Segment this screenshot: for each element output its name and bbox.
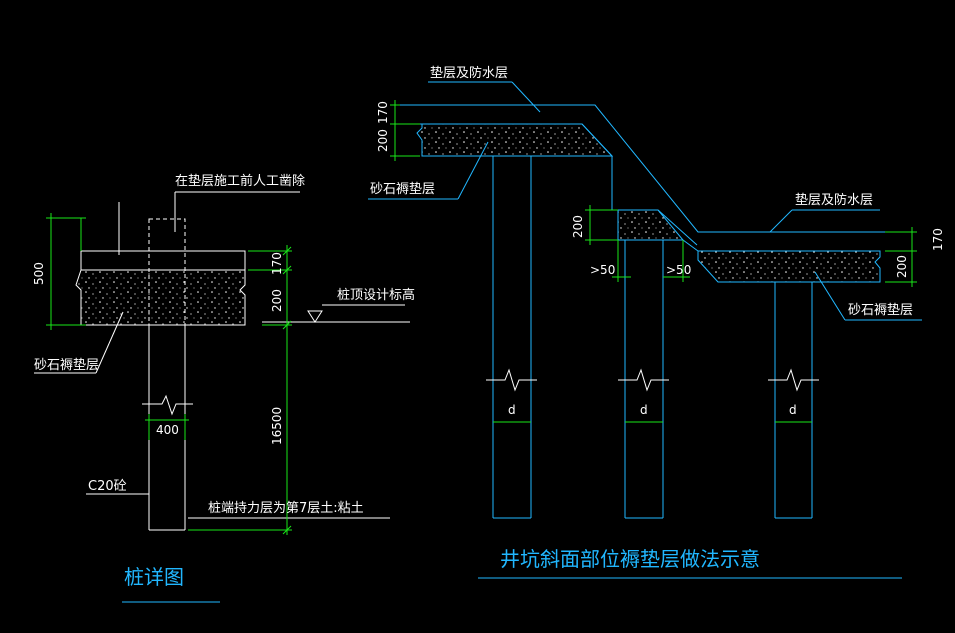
dim-500: 500 <box>32 262 46 285</box>
dim-200-left: 200 <box>376 129 390 152</box>
label-bearing: 桩端持力层为第7层土:粘土 <box>208 501 364 516</box>
note-remove-top: 在垫层施工前人工凿除 <box>175 173 305 189</box>
label-concrete: C20砼 <box>88 479 127 494</box>
dim-170-right: 170 <box>931 228 945 251</box>
dim-200-mid: 200 <box>571 215 585 238</box>
leader-cushion-2-d <box>769 209 793 233</box>
pit-pile-1 <box>486 156 537 519</box>
tick2 <box>282 265 292 275</box>
cushion-waterproof-outline <box>398 104 912 233</box>
dim-gt50-1: >50 <box>590 263 615 277</box>
pit-detail: 垫层及防水层 砂石褥垫层 垫层及防水层 砂石褥垫层 170 200 200 17… <box>368 65 945 579</box>
label-pile-top-elev: 桩顶设计标高 <box>337 287 415 303</box>
pit-pile-3 <box>768 282 819 519</box>
label-gravel-pit-2: 砂石褥垫层 <box>848 302 913 318</box>
dim-400: 400 <box>156 423 179 437</box>
leader-gravel-1-d <box>457 141 489 200</box>
gravel-upper-left <box>416 123 614 157</box>
leader-gravel-2-d <box>814 271 846 321</box>
pile-d-3: d <box>789 403 797 417</box>
label-gravel-pit-1: 砂石褥垫层 <box>370 181 435 197</box>
pile-detail-title: 桩详图 <box>124 565 184 589</box>
pit-pile-2 <box>618 240 669 519</box>
pile-head-dashed <box>148 218 186 326</box>
slope-line-2 <box>657 209 698 246</box>
slope-line-3 <box>682 239 699 252</box>
dim-200-right: 200 <box>895 255 909 278</box>
gravel-cushion-layer <box>75 269 246 326</box>
gravel-lower-right <box>697 250 881 283</box>
pile-d-1: d <box>508 403 516 417</box>
label-cushion-waterproof-2: 垫层及防水层 <box>795 192 873 208</box>
elevation-triangle <box>307 310 323 323</box>
dim-16500: 16500 <box>270 407 284 445</box>
pile-break-line <box>142 394 193 416</box>
pit-detail-title: 井坑斜面部位褥垫层做法示意 <box>500 547 760 571</box>
gravel-middle-step <box>617 209 685 241</box>
label-cushion-waterproof-1: 垫层及防水层 <box>430 65 508 81</box>
pile-detail: 在垫层施工前人工凿除 砂石褥垫层 桩顶设计标高 C20砼 桩端持力层为第7层土:… <box>32 173 415 603</box>
tick4 <box>282 525 292 535</box>
dim-gt50-2: >50 <box>666 263 691 277</box>
tick1 <box>282 246 292 256</box>
leader-gravel-left <box>95 311 124 374</box>
leader-cushion-1-d <box>511 81 541 113</box>
dim-200: 200 <box>270 289 284 312</box>
tick3 <box>282 320 292 330</box>
dim-170-left: 170 <box>376 101 390 124</box>
pile-d-2: d <box>640 403 648 417</box>
label-gravel-left: 砂石褥垫层 <box>34 357 99 373</box>
dim-170: 170 <box>270 252 284 275</box>
top-cushion-layer <box>80 250 246 271</box>
